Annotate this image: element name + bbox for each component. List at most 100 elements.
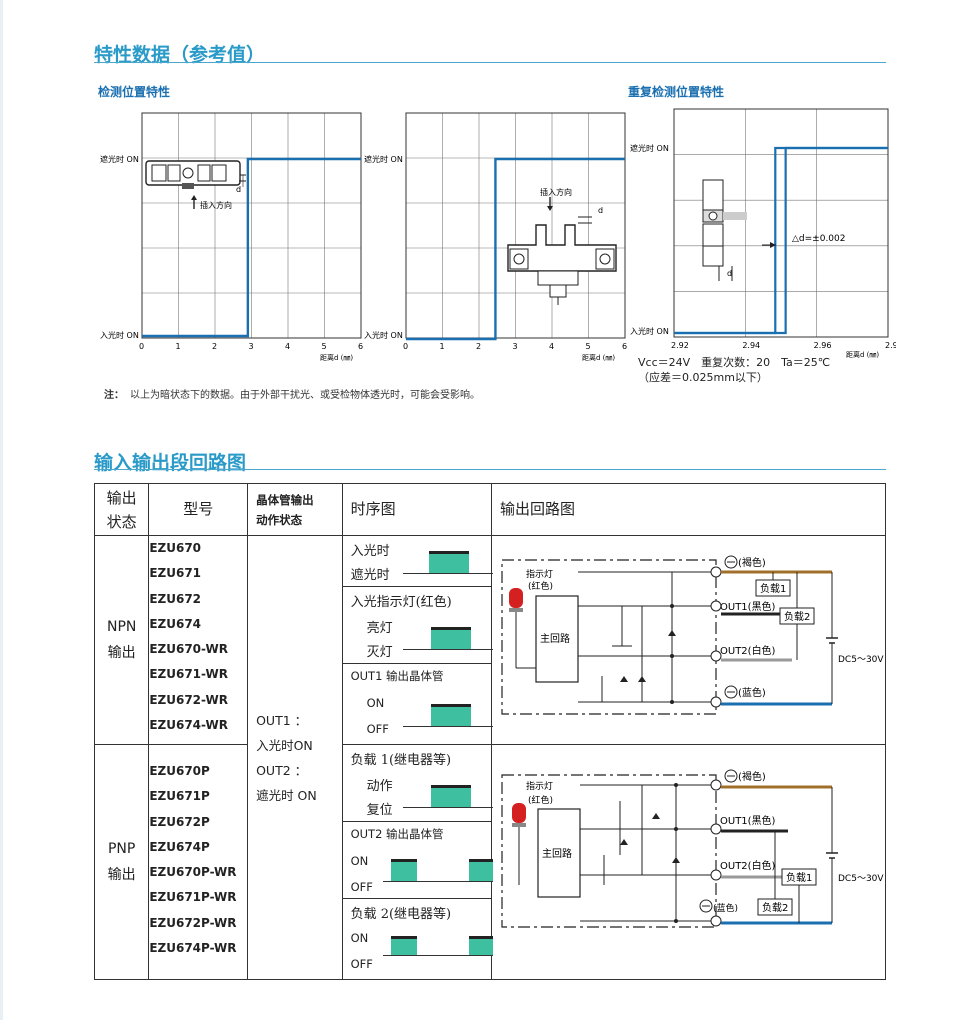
- npn-load2-label: 负载2: [784, 610, 810, 623]
- note: 注： 以上为暗状态下的数据。由于外部干扰光、或受检物体透光时，可能会受影响。: [104, 386, 480, 401]
- pnp-dc-label: DC5～30V: [838, 874, 884, 884]
- timing-title-out1: OUT1 输出晶体管: [350, 669, 444, 683]
- chart3-delta-annotation: △d=±0.002: [792, 234, 845, 244]
- chart3-x-axis-label: 距离d (㎜): [846, 350, 879, 359]
- chart1-frame: [141, 112, 362, 339]
- chart2-dim-label: d: [598, 206, 603, 215]
- section-rule: [94, 62, 886, 63]
- chart-x-tick-label: 5: [322, 342, 327, 351]
- chart1-dim-label: d: [236, 185, 241, 194]
- chart2-y-off-label: 入光时 ON: [364, 330, 403, 340]
- timing-label-off: OFF: [350, 957, 373, 971]
- chart-x-tick-label: 1: [176, 342, 181, 351]
- timing-label-light: 入光时: [350, 544, 390, 559]
- model-item: EZU671P-WR: [149, 890, 237, 905]
- io-circuit-table: 输出 状态 型号 晶体管输出 动作状态 时序图 输出回路图 NPN 输出 EZU…: [93, 483, 886, 980]
- pnp-out2-label: OUT2(白色): [720, 859, 776, 872]
- timing-pulse: [430, 704, 471, 726]
- npn-indicator-color: (红色): [528, 580, 553, 592]
- timing-title-load1: 负载 1(继电器等): [350, 753, 452, 768]
- transistor-out1-cond: 入光时ON: [256, 737, 313, 753]
- pnp-load1-label: 负载1: [786, 871, 812, 884]
- timing-baseline: [402, 649, 493, 650]
- pnp-circuit-cell: 主回路 指示灯 (红色): [491, 744, 886, 980]
- pnp-out1-label: OUT1(黑色): [720, 814, 776, 827]
- chart3-sensor-sketch: [702, 179, 776, 281]
- timing-pulse: [468, 936, 493, 955]
- npn-state-cell: NPN 输出: [93, 535, 150, 745]
- chart-x-tick-label: 0: [139, 342, 144, 351]
- chart3-frame: [673, 108, 889, 338]
- model-item: EZU671-WR: [149, 667, 228, 682]
- npn-out1-label: OUT1(黑色): [720, 600, 776, 613]
- chart3-dim-label: d: [727, 269, 732, 278]
- model-item: EZU670P: [149, 764, 210, 778]
- timing-pulse: [390, 859, 417, 881]
- timing-out2: OUT2 输出晶体管 ON OFF: [342, 822, 493, 899]
- pnp-load2-label: 负载2: [762, 901, 788, 914]
- timing-label-on: 亮灯: [366, 621, 393, 636]
- npn-label: NPN: [106, 619, 137, 635]
- chart-x-tick-label: 1: [440, 342, 445, 351]
- chart3-subtitle: 重复检测位置特性: [628, 85, 725, 99]
- chart2-y-on-label: 遮光时 ON: [364, 154, 403, 164]
- timing-label-on: ON: [350, 854, 369, 868]
- model-item: EZU674P: [149, 839, 210, 854]
- npn-circuit-cell: 主回路 指示灯 (红色): [491, 535, 886, 745]
- pnp-indicator-label: 指示灯: [526, 780, 553, 792]
- timing-baseline: [402, 726, 493, 727]
- note-text: 以上为暗状态下的数据。由于外部干扰光、或受检物体透光时，可能会受影响。: [130, 390, 480, 401]
- chart1-y-on-label: 遮光时 ON: [100, 154, 139, 164]
- model-item: EZU670: [149, 541, 202, 555]
- model-item: EZU672P-WR: [149, 915, 237, 930]
- npn-brown-label: (褐色): [738, 556, 766, 569]
- header-timing: 时序图: [341, 483, 493, 536]
- npn-output-label: 输出: [107, 645, 136, 661]
- section-title-io-circuit: 输入输出段回路图: [94, 452, 247, 474]
- chart-x-tick-label: 2: [212, 342, 217, 351]
- timing-indicator: 入光指示灯(红色) 亮灯 灭灯: [342, 587, 493, 664]
- model-item: EZU670P-WR: [149, 865, 237, 880]
- timing-pulse: [430, 785, 471, 807]
- note-label: 注：: [104, 390, 124, 401]
- chart2-series-line: [406, 157, 625, 341]
- timing-load1: 负载 1(继电器等) 动作 复位: [342, 745, 493, 822]
- pnp-label: PNP: [107, 841, 136, 857]
- transistor-state-cell: OUT1 ： 入光时ON OUT2 ： 遮光时 ON: [247, 535, 343, 980]
- timing-label-off: OFF: [366, 722, 389, 736]
- model-item: EZU674P-WR: [149, 941, 237, 956]
- row-pnp: PNP 输出 EZU670P EZU671P EZU672P EZU674P E…: [93, 744, 886, 980]
- pnp-models: EZU670P EZU671P EZU672P EZU674P EZU670P-…: [148, 744, 249, 980]
- header-circuit: 输出回路图: [491, 483, 886, 536]
- pnp-circuit-diagram: 主回路 指示灯 (红色): [501, 769, 884, 928]
- chart2-insert-direction: 插入方向: [540, 187, 572, 197]
- npn-blue-label: (蓝色): [738, 686, 766, 699]
- pnp-timing-cell: 负载 1(继电器等) 动作 复位 OUT2 输出晶体管 ON OFF 负载 2(…: [341, 744, 493, 980]
- pnp-output-label: 输出: [107, 867, 136, 883]
- timing-label-dark: 遮光时: [350, 568, 390, 583]
- timing-title-out2: OUT2 输出晶体管: [350, 827, 444, 841]
- timing-baseline: [382, 881, 493, 882]
- model-item: EZU672-WR: [149, 692, 228, 707]
- chart-repeat-detection-position: 遮光时 ON 入光时 ON 2.922.942.962.98 距离d (㎜) d…: [630, 108, 896, 359]
- timing-title-load2: 负载 2(继电器等): [350, 907, 452, 922]
- npn-dc-label: DC5～30V: [838, 655, 884, 665]
- row-npn: NPN 输出 EZU670 EZU671 EZU672 EZU674 EZU67…: [93, 535, 886, 980]
- chart-x-tick-label: 2.98: [885, 341, 896, 350]
- timing-light-state: 入光时 遮光时: [342, 536, 493, 587]
- timing-load2: 负载 2(继电器等) ON OFF: [343, 899, 493, 975]
- timing-title-indicator: 入光指示灯(红色): [350, 595, 452, 610]
- model-item: EZU671P: [149, 789, 210, 804]
- chart2-frame: [405, 112, 626, 339]
- npn-circuit-diagram: 主回路 指示灯 (红色): [501, 555, 884, 715]
- chart1-series-line: [142, 157, 361, 338]
- page-left-border: [0, 0, 3, 1020]
- npn-models: EZU670 EZU671 EZU672 EZU674 EZU670-WR EZ…: [148, 535, 249, 745]
- chart2-sensor-sketch: [507, 197, 617, 305]
- chart2-x-axis-label: 距离d (㎜): [582, 353, 615, 362]
- chart1-y-off-label: 入光时 ON: [100, 330, 139, 340]
- chart-x-tick-label: 4: [549, 342, 554, 351]
- npn-out2-label: OUT2(白色): [720, 644, 776, 657]
- chart3-y-off-label: 入光时 ON: [630, 326, 669, 336]
